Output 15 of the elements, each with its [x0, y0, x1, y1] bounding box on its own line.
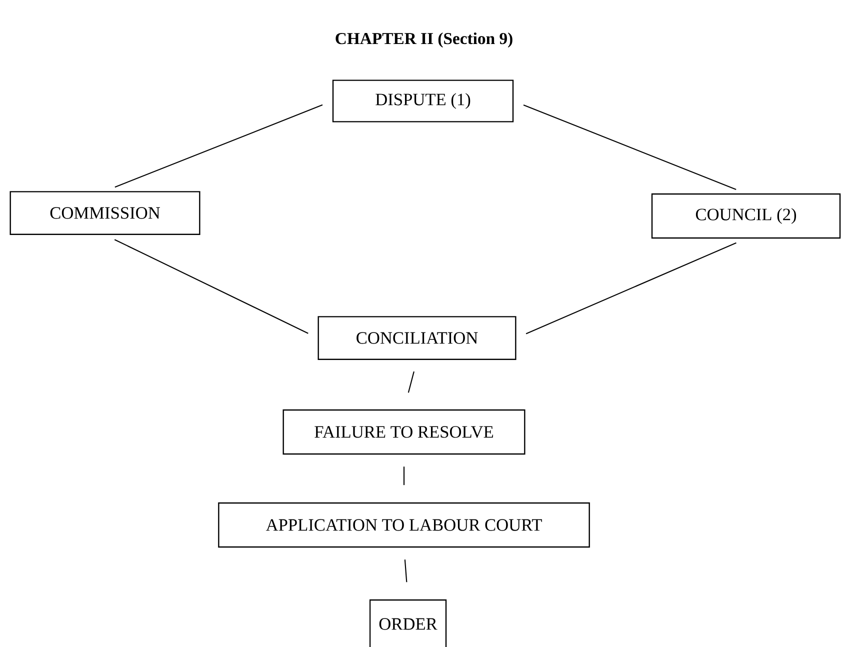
process-box: DISPUTE (1): [332, 80, 514, 122]
connector-line: [114, 239, 308, 334]
process-box: COUNCIL (2): [651, 193, 841, 239]
process-box: CONCILIATION: [318, 316, 516, 360]
process-box: COMMISSION: [10, 191, 200, 235]
process-box: APPLICATION TO LABOUR COURT: [218, 502, 590, 548]
connector-line: [526, 242, 736, 334]
connector-line: [523, 104, 736, 190]
connector-line: [403, 466, 405, 486]
connector-line: [114, 104, 323, 188]
connector-line: [408, 371, 414, 393]
title: CHAPTER II (Section 9): [336, 32, 512, 48]
connector-line: [404, 560, 408, 582]
process-box: FAILURE TO RESOLVE: [282, 409, 526, 455]
process-box: ORDER: [369, 599, 447, 647]
